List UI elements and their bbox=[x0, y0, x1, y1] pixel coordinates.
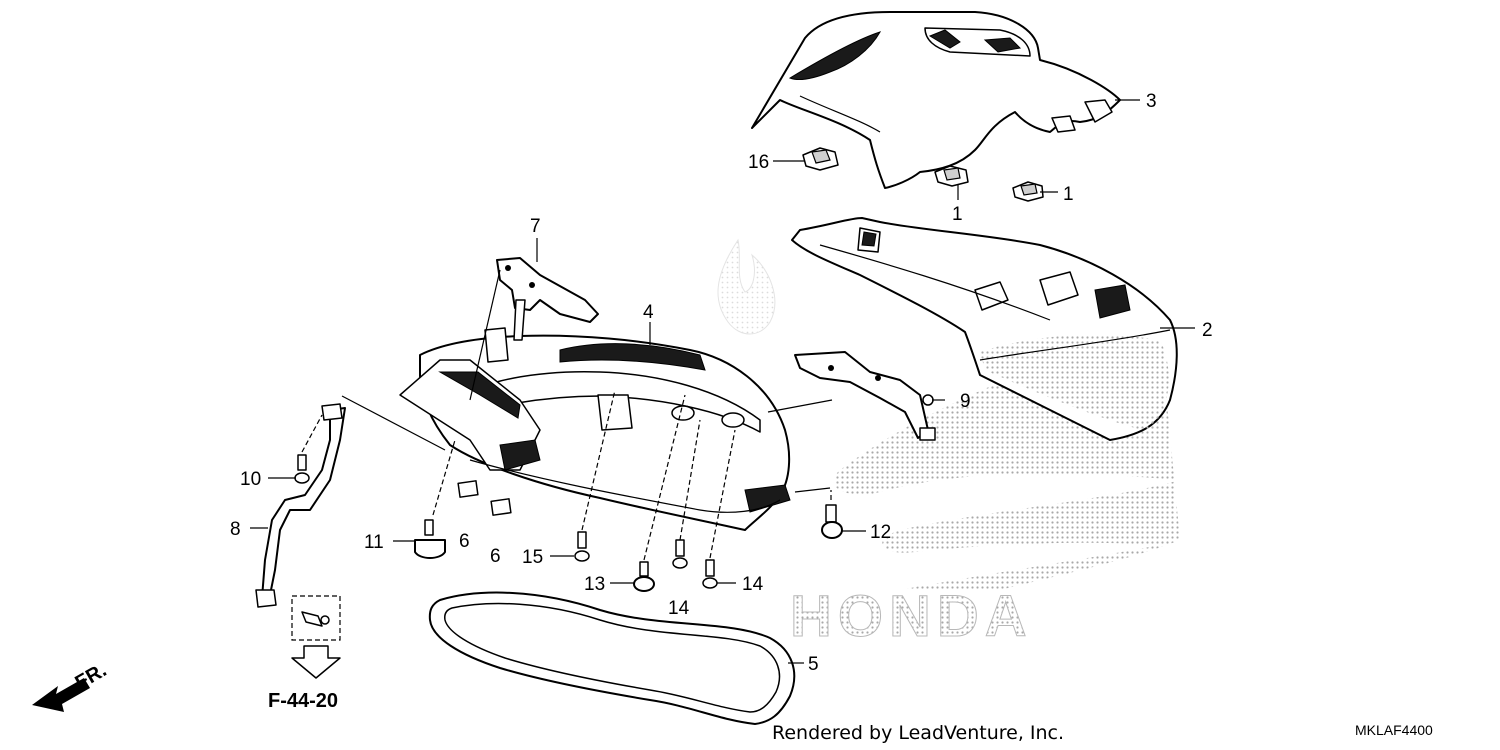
callouts: 1 1 2 3 4 5 6 6 7 8 9 10 11 12 13 14 14 … bbox=[230, 91, 1213, 675]
seal-part-5 bbox=[428, 591, 796, 725]
callout-14b: 14 bbox=[742, 574, 764, 595]
callout-15: 15 bbox=[522, 547, 543, 568]
stay-part-9 bbox=[794, 351, 936, 441]
clip-part-16 bbox=[802, 147, 839, 171]
callout-10: 10 bbox=[240, 469, 261, 490]
callout-5: 5 bbox=[808, 654, 819, 675]
callout-9: 9 bbox=[960, 391, 971, 412]
honda-watermark-text: HONDA bbox=[790, 584, 1033, 649]
callout-6a: 6 bbox=[459, 531, 470, 552]
lower-cover-part-2 bbox=[791, 217, 1178, 441]
front-direction-marker: FR. bbox=[32, 659, 110, 712]
meter-housing-part-4 bbox=[399, 327, 791, 531]
callout-1b: 1 bbox=[1063, 184, 1074, 205]
callout-8: 8 bbox=[230, 519, 241, 540]
flame-watermark bbox=[717, 238, 776, 335]
down-arrow-icon bbox=[291, 645, 341, 679]
callout-12: 12 bbox=[870, 522, 891, 543]
strap-part-8 bbox=[255, 403, 346, 641]
callout-14a: 14 bbox=[668, 598, 690, 619]
callout-3: 3 bbox=[1146, 91, 1157, 112]
reference-arrow: F-44-20 bbox=[268, 645, 341, 712]
callout-16: 16 bbox=[748, 152, 769, 173]
fasteners bbox=[294, 454, 843, 592]
callout-11: 11 bbox=[364, 532, 384, 553]
leader-lines bbox=[250, 99, 1195, 664]
upper-cover-part-3 bbox=[751, 11, 1121, 189]
footer-credit: Rendered by LeadVenture, Inc. bbox=[772, 722, 1064, 744]
callout-4: 4 bbox=[643, 302, 654, 323]
bracket-part-7 bbox=[496, 257, 599, 341]
reference-label: F-44-20 bbox=[268, 690, 338, 712]
front-arrow-icon bbox=[32, 678, 90, 712]
callout-6b: 6 bbox=[490, 546, 501, 567]
diagram-code: MKLAF4400 bbox=[1355, 722, 1433, 738]
clip-part-1b bbox=[1012, 181, 1044, 202]
callout-1a: 1 bbox=[952, 204, 963, 225]
callout-7: 7 bbox=[530, 216, 541, 237]
clip-part-1a bbox=[934, 165, 969, 187]
callout-13: 13 bbox=[584, 574, 605, 595]
callout-2: 2 bbox=[1202, 320, 1213, 341]
